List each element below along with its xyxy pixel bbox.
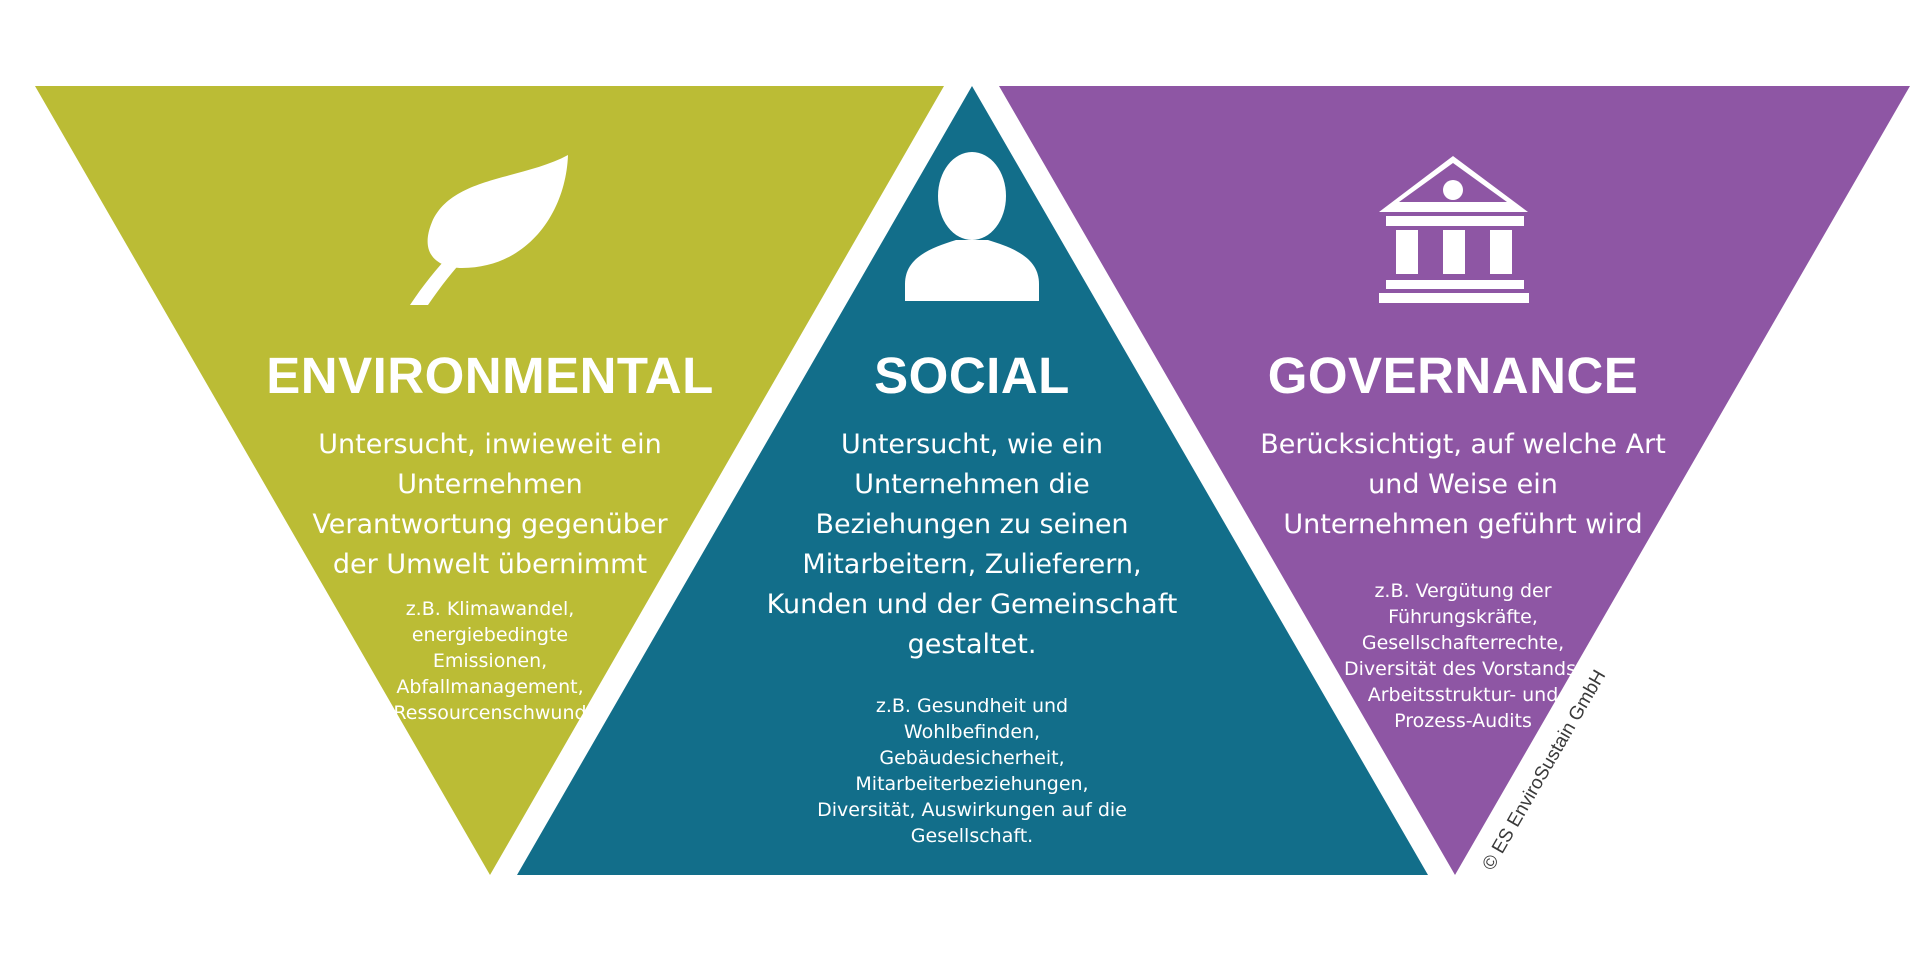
governance-examples-line: Führungskräfte, (1388, 606, 1538, 628)
social-description-line: Unternehmen die (854, 469, 1090, 500)
governance-examples-line: z.B. Vergütung der (1374, 580, 1552, 602)
social-description-line: Untersucht, wie ein (840, 429, 1104, 460)
governance-examples-line: Arbeitsstruktur- und (1367, 684, 1559, 706)
environmental-triangle (35, 86, 944, 875)
governance-description: Berücksichtigt, auf welche Art und Weise … (1233, 425, 1693, 545)
leaf-icon (410, 155, 568, 305)
governance-title: GOVERNANCE (1267, 347, 1639, 404)
social-description-line: Beziehungen zu seinen (815, 509, 1129, 540)
governance-examples-line: Prozess-Audits (1394, 710, 1532, 732)
social-examples-line: Wohlbefinden, (903, 721, 1041, 743)
environmental-title: ENVIRONMENTAL (266, 347, 714, 404)
governance-triangle (999, 86, 1910, 875)
social-description-line: Kunden und der Gemeinschaft (766, 589, 1178, 620)
social-examples-line: Gebäudesicherheit, (879, 747, 1065, 769)
social-triangle (517, 86, 1428, 875)
social-description-line: Mitarbeitern, Zulieferern, (802, 549, 1142, 580)
environmental-examples-line: Emissionen, (432, 650, 548, 672)
social-examples-line: Gesellschaft. (910, 825, 1034, 847)
governance-description-line: und Weise ein (1368, 469, 1558, 500)
governance-examples-line: Diversität des Vorstands, (1343, 658, 1583, 680)
governance-description-line: Unternehmen geführt wird (1283, 509, 1643, 540)
environmental-description-line: der Umwelt übernimmt (332, 549, 648, 580)
environmental-examples-line: Ressourcenschwund (393, 702, 587, 724)
environmental-examples-line: Abfallmanagement, (396, 676, 584, 698)
governance-description-line: Berücksichtigt, auf welche Art (1260, 429, 1666, 460)
environmental-examples-line: z.B. Klimawandel, (405, 598, 575, 620)
institution-icon (1379, 156, 1529, 303)
environmental-description-line: Untersucht, inwieweit ein (318, 429, 662, 460)
environmental-description-line: Verantwortung gegenüber (312, 509, 668, 540)
social-examples-line: Mitarbeiterbeziehungen, (855, 773, 1089, 795)
governance-examples-line: Gesellschafterrechte, (1361, 632, 1565, 654)
social-description-line: gestaltet. (907, 629, 1037, 660)
social-examples-line: z.B. Gesundheit und (875, 695, 1069, 717)
social-title: SOCIAL (874, 347, 1070, 404)
environmental-description-line: Unternehmen (397, 469, 583, 500)
social-examples-line: Diversität, Auswirkungen auf die (817, 799, 1127, 821)
environmental-examples-line: energiebedingte (411, 624, 569, 646)
person-icon (905, 152, 1039, 301)
